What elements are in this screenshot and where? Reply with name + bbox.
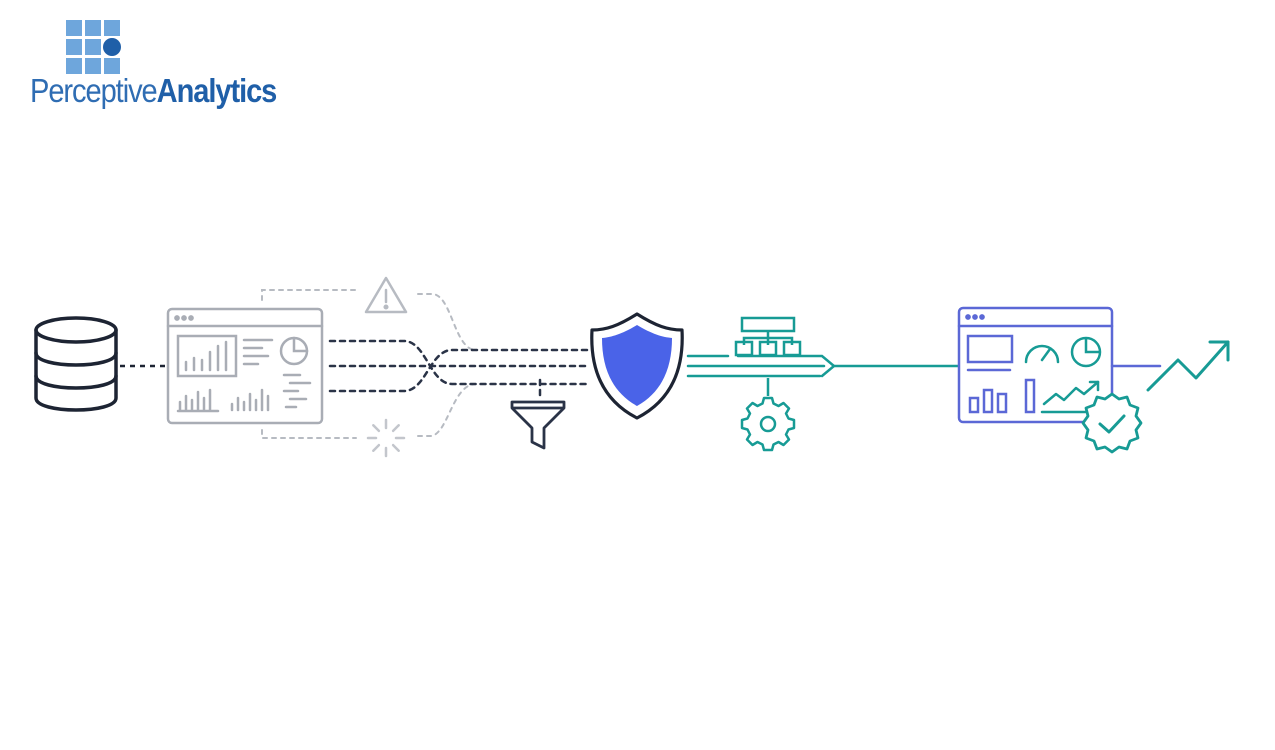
dashboard-icon bbox=[957, 306, 1114, 424]
trend-up-arrow-icon bbox=[1146, 340, 1230, 392]
trend-chart-icon bbox=[1040, 380, 1100, 414]
faded-dashboard-icon bbox=[166, 307, 324, 425]
check-badge-icon bbox=[1081, 392, 1143, 454]
database-icon bbox=[34, 316, 118, 412]
shield-icon bbox=[590, 312, 684, 420]
warning-icon bbox=[364, 276, 408, 314]
clean-data-flow bbox=[686, 354, 1162, 378]
logo-grid-mark-icon bbox=[66, 20, 121, 74]
gear-icon bbox=[740, 396, 796, 452]
brand-logo: PerceptiveAnalytics bbox=[30, 20, 330, 120]
hierarchy-icon bbox=[734, 316, 802, 357]
brand-name-bold: Analytics bbox=[156, 72, 278, 109]
brand-name: PerceptiveAnalytics bbox=[30, 72, 278, 109]
tangled-data-paths bbox=[328, 339, 590, 400]
funnel-icon bbox=[510, 400, 566, 450]
pie-chart-icon bbox=[1070, 336, 1102, 368]
loading-spinner-icon bbox=[366, 418, 406, 458]
brand-name-light: Perceptive bbox=[30, 72, 158, 109]
faded-branch-paths bbox=[261, 289, 477, 439]
gauge-icon bbox=[1024, 344, 1060, 364]
